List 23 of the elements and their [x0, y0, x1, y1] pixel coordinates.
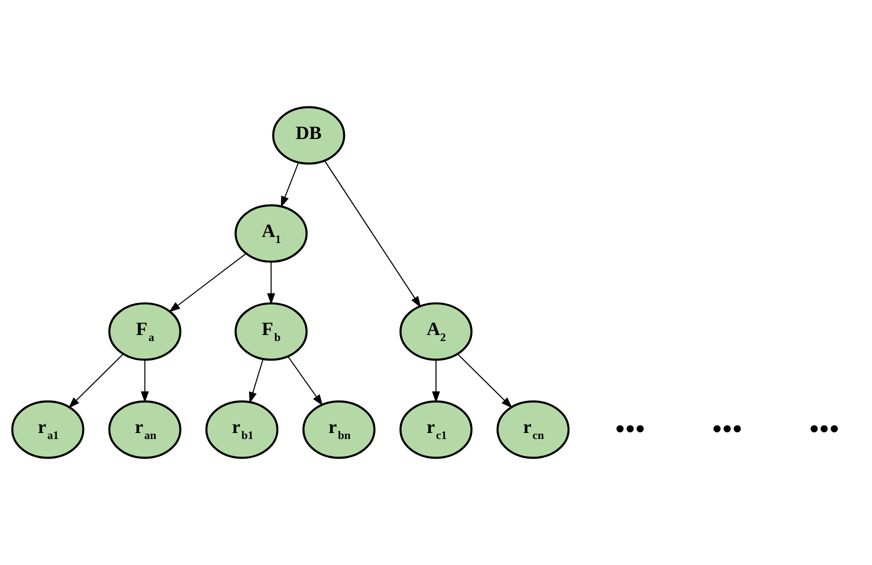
- label: ●●●: [809, 418, 840, 438]
- label: ●●●: [712, 418, 742, 438]
- arrow: [432, 360, 440, 403]
- node-ellipse: r$_{a1}$: [11, 400, 84, 459]
- arrow: [324, 160, 421, 308]
- node-ellipse: r$_{cn}$: [496, 400, 570, 459]
- arrow: [249, 359, 264, 404]
- arrow: [458, 354, 513, 408]
- arrow: [267, 262, 276, 305]
- arrow: [288, 356, 323, 406]
- arrow: [168, 253, 246, 312]
- node-ellipse: r$_{b1}$: [205, 400, 278, 459]
- arrow: [280, 162, 299, 208]
- node-ellipse: r$_{bn}$: [302, 400, 376, 459]
- node-ellipse: DB: [272, 106, 346, 165]
- node-ellipse: F$_{b}$: [234, 302, 308, 361]
- arrow: [140, 360, 149, 403]
- arrow: [68, 354, 124, 408]
- node-ellipse: A$_{1}$: [234, 204, 308, 263]
- node-ellipse: r$_{an}$: [108, 400, 182, 459]
- label: ●●●: [614, 418, 646, 438]
- node-ellipse: r$_{c1}$: [399, 400, 473, 459]
- node-ellipse: A$_{2}$: [399, 302, 473, 361]
